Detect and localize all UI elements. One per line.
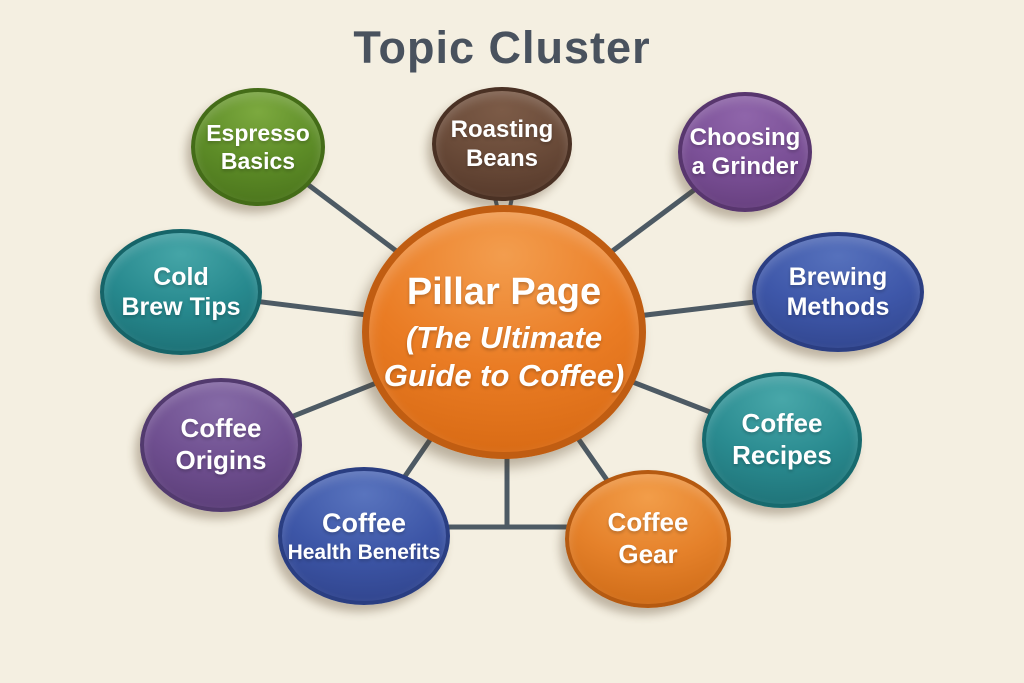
cluster-node-coffee-recipes: Coffee Recipes xyxy=(702,372,862,508)
cluster-label: Cold xyxy=(153,262,209,291)
cluster-label: Coffee xyxy=(321,507,406,538)
cluster-node-cold-brew-tips: Cold Brew Tips xyxy=(100,229,262,355)
cluster-label: Health Benefits xyxy=(287,540,441,564)
cluster-label: Espresso xyxy=(206,119,310,146)
cluster-node-espresso-basics: Espresso Basics xyxy=(191,88,325,206)
cluster-label: Brewing xyxy=(788,262,888,291)
cluster-node-choosing-a-grinder: Choosing a Grinder xyxy=(678,92,812,212)
cluster-node-coffee-gear: Coffee Gear xyxy=(565,470,731,608)
pillar-subtitle: (The Ultimate Guide to Coffee) xyxy=(383,320,625,394)
diagram-title: Topic Cluster xyxy=(353,22,651,73)
cluster-label: Coffee xyxy=(741,408,823,439)
cluster-label: Basics xyxy=(220,148,296,174)
cluster-label: a Grinder xyxy=(691,153,799,180)
cluster-node-brewing-methods: Brewing Methods xyxy=(752,232,924,352)
cluster-label: Recipes xyxy=(732,440,832,470)
pillar-title: Pillar Page xyxy=(406,271,602,313)
cluster-label: Beans xyxy=(465,145,539,172)
cluster-label: Origins xyxy=(175,445,267,475)
cluster-node-coffee-health-benefits: Coffee Health Benefits xyxy=(278,467,450,605)
cluster-label: Brew Tips xyxy=(121,293,241,321)
cluster-label: Gear xyxy=(618,539,678,569)
cluster-node-roasting-beans: Roasting Beans xyxy=(432,87,572,201)
cluster-node-coffee-origins: Coffee Origins xyxy=(140,378,302,512)
pillar-page-node: Pillar Page (The Ultimate Guide to Coffe… xyxy=(362,205,646,459)
cluster-label: Coffee xyxy=(180,413,262,444)
cluster-label: Roasting xyxy=(450,115,554,143)
cluster-label: Choosing xyxy=(689,123,801,151)
cluster-label: Coffee xyxy=(607,507,689,538)
cluster-label: Methods xyxy=(786,293,890,321)
